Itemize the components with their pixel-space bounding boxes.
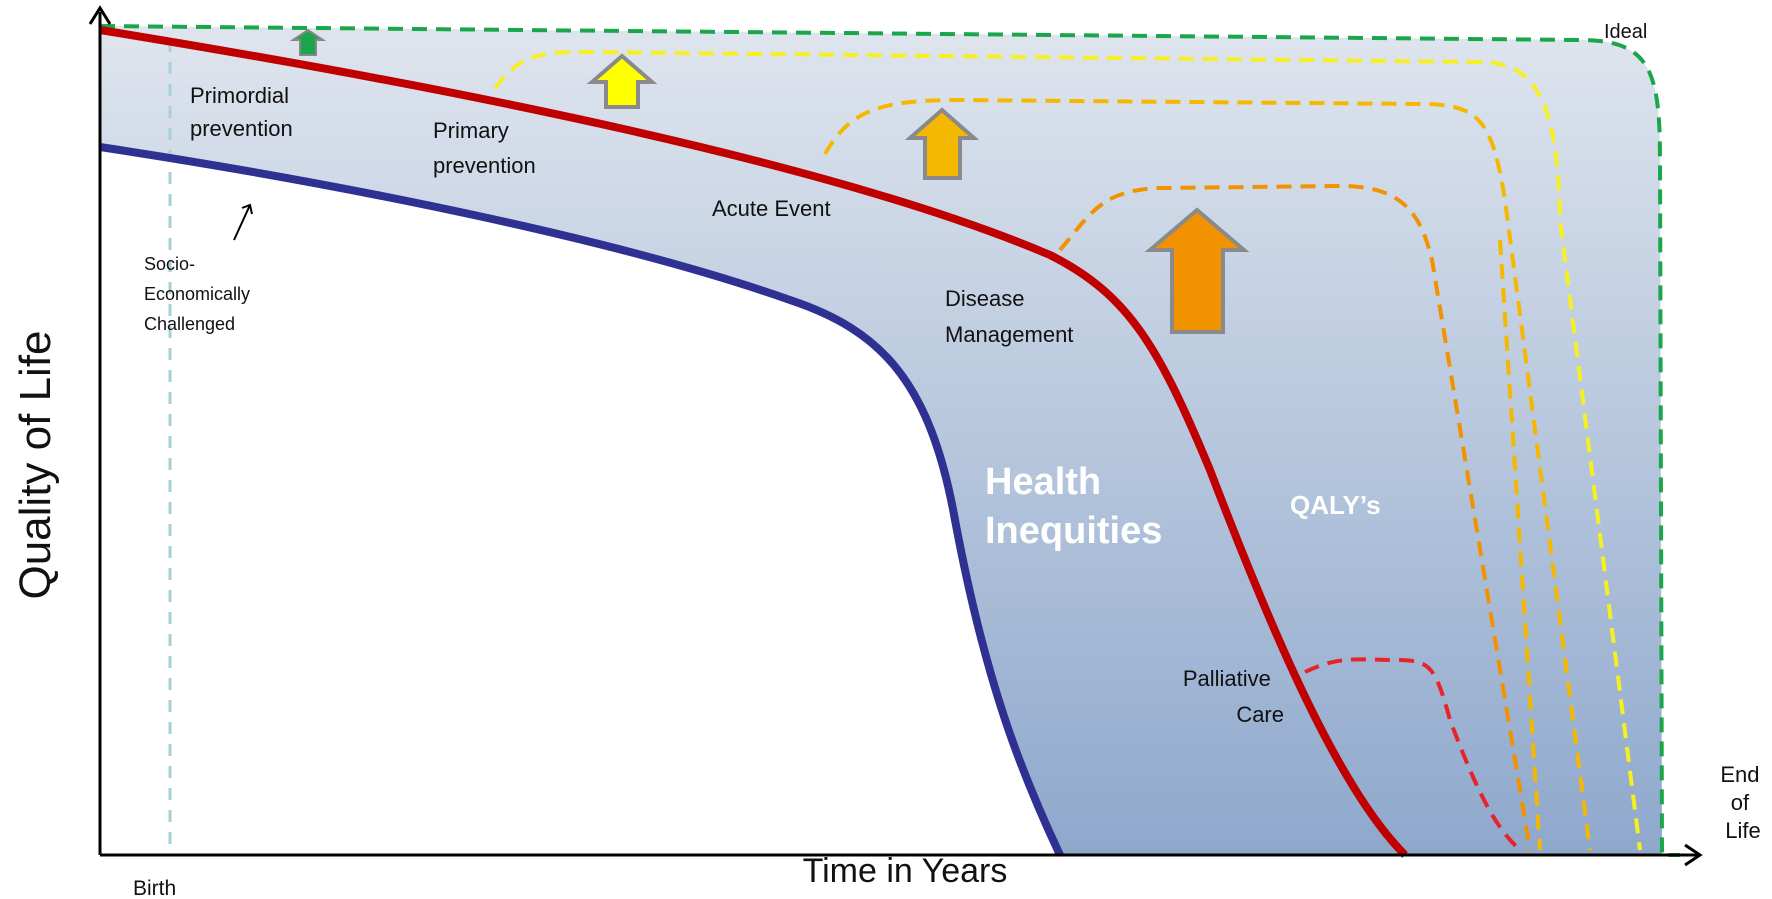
orange-up-arrow — [1144, 207, 1250, 334]
disease-management-label: Disease Management — [945, 286, 1073, 347]
socio-curve — [99, 143, 1064, 857]
qaly-label: QALY’s — [1290, 490, 1381, 520]
gold-up-arrow — [904, 107, 980, 180]
ideal-curve — [99, 24, 1680, 857]
x-axis-arrowhead — [1684, 843, 1703, 867]
socio-pointer-arrow — [233, 203, 253, 241]
palliative-care-label: Palliative Care — [1183, 666, 1284, 727]
white-region — [100, 147, 1060, 855]
health-inequities-label: Health Inequities — [985, 461, 1162, 552]
primordial-label: Primordial prevention — [190, 83, 295, 141]
y-axis-label: Quality of Life — [11, 330, 60, 599]
acute-curve — [823, 97, 1592, 851]
end-of-life-label: End of Life — [1720, 762, 1765, 843]
socio-label: Socio- Economically Challenged — [144, 254, 255, 334]
acute-curve-2 — [1498, 239, 1542, 851]
primary-curve — [493, 49, 1642, 851]
acute-event-label: Acute Event — [712, 196, 831, 221]
birth-label: Birth — [133, 877, 176, 899]
primary-label: Primary prevention — [433, 118, 536, 178]
x-axis-label: Time in Years — [803, 852, 1008, 890]
green-up-arrow — [289, 28, 327, 56]
y-axis-arrowhead — [88, 5, 112, 25]
average-curve — [99, 26, 1408, 858]
palliative-curve — [1304, 657, 1522, 852]
yellow-up-arrow — [586, 53, 658, 109]
ideal-label: Ideal — [1604, 21, 1647, 43]
